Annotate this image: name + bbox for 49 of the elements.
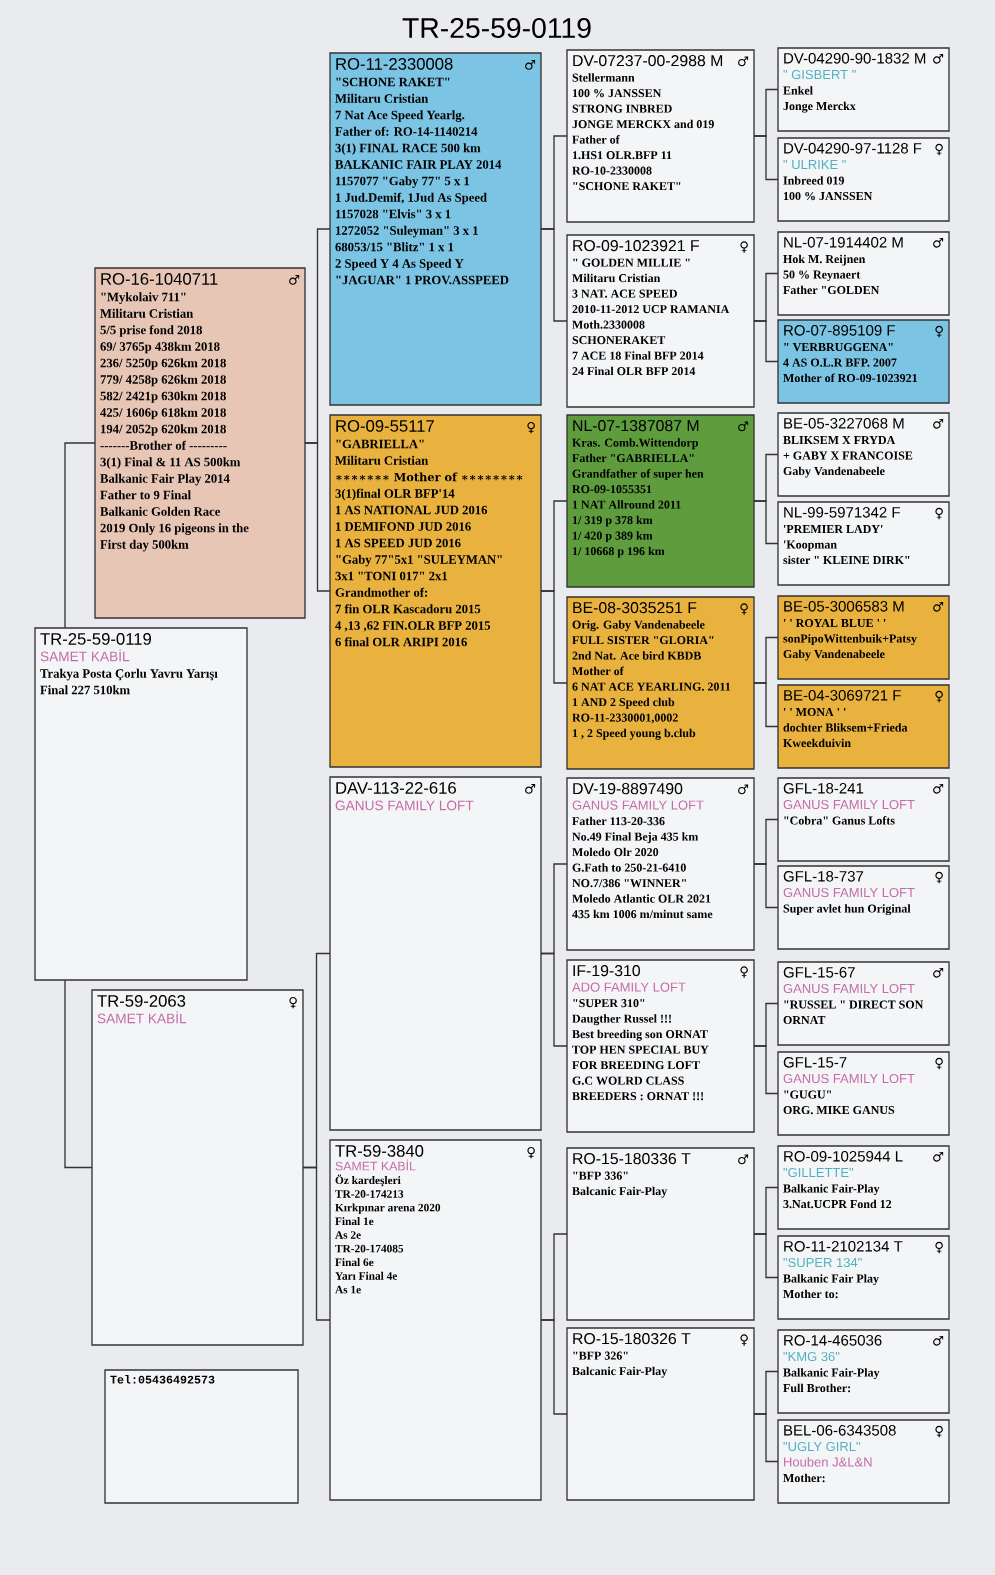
connector-line bbox=[753, 1045, 779, 1095]
pedigree-box: DV-19-8897490 ♂ GANUS FAMILY LOFT Father 113-20-336 No.49 Final Beja 435 km Moledo Olr 2020 G.Fath to 250-21-6410 NO.7/386 "WINNER" Moledo Atlantic OLR 2021 435 km 1006 m/minut same bbox=[566, 777, 755, 951]
pedigree-box: GFL-18-241 ♂ GANUS FAMILY LOFT "Cobra" Ganus Lofts bbox=[777, 777, 950, 862]
pedigree-box: DV-04290-97-1128 F ♀ " ULRIKE " Inbreed 019 100 % JANSSEN bbox=[777, 137, 950, 222]
connector-line bbox=[753, 682, 779, 728]
pedigree-box: BE-05-3227068 M ♂ BLIKSEM X FRYDA + GABY X FRANCOISE Gaby Vandenabeele bbox=[777, 412, 950, 497]
connector-line bbox=[753, 135, 779, 181]
pedigree-box: BE-05-3006583 M ♂ ' ' ROYAL BLUE ' ' sonPipoWittenbuik+Patsy Gaby Vandenabeele bbox=[777, 595, 950, 680]
connector-line bbox=[64, 442, 96, 629]
pedigree-box: NL-99-5971342 F ♀ 'PREMIER LADY' 'Koopman sister " KLEINE DIRK" bbox=[777, 501, 950, 586]
pedigree-box: RO-11-2330008 ♂ "SCHONE RAKET" Militaru Cristian 7 Nat Ace Speed Yearlg. Father of: RO-14-1140214 3(1) FINAL RACE 500 km BALKANIC FAIR PLAY 2014 1157077 "Gaby 77" 5 x 1 1 Jud.Demif, 1Jud As Speed 1157028 "Elvis" 3 x 1 1272052 "Suleyman" 3 x 1 68053/15 "Blitz" 1 x 1 2 Speed Y 4 As Speed Y "JAGUAR" 1 PROV.ASSPEED bbox=[329, 52, 542, 406]
pedigree-box: BE-08-3035251 F ♀ Orig. Gaby Vandenabeele FULL SISTER "GLORIA" 2nd Nat. Ace bird KBDB Mother of 6 NAT ACE YEARLING. 2011 1 AND 2 Speed club RO-11-2330001,0002 1 , 2 Speed young b.club bbox=[566, 596, 755, 770]
pedigree-box: TR-25-59-0119 SAMET KABİL Trakya Posta Çorlu Yavru Yarışı Final 227 510km bbox=[34, 627, 248, 981]
connector-line bbox=[753, 863, 779, 909]
connector-line bbox=[540, 1319, 568, 1415]
pedigree-box: NL-07-1914402 M ♂ Hok M. Reijnen 50 % Reynaert Father "GOLDEN bbox=[777, 231, 950, 316]
pedigree-box: GFL-15-7 ♀ GANUS FAMILY LOFT "GUGU" ORG. MIKE GANUS bbox=[777, 1051, 950, 1136]
connector-line bbox=[64, 979, 93, 1169]
pedigree-box: BEL-06-6343508 ♀ "UGLY GIRL" Houben J&L&N Mother: bbox=[777, 1419, 950, 1504]
pedigree-box: TR-59-2063 ♀ SAMET KABİL bbox=[91, 989, 304, 1346]
pedigree-box: RO-09-1023921 F ♀ " GOLDEN MILLIE " Militaru Cristian 3 NAT. ACE SPEED 2010-11-2012 UCP RAMANIA Moth.2330008 SCHONERAKET 7 ACE 18 Final BFP 2014 24 Final OLR BFP 2014 bbox=[566, 234, 755, 408]
pedigree-box: TR-59-3840 ♀ SAMET KABİL Öz kardeşleri TR-20-174213 Kırkpınar arena 2020 Final 1e As 2e TR-20-174085 Final 6e Yarı Final 4e As 1e bbox=[329, 1139, 542, 1501]
pedigree-box: IF-19-310 ♀ ADO FAMILY LOFT "SUPER 310" Daugther Russel !!! Best breeding son ORNAT TOP HEN SPECIAL BUY FOR BREEDING LOFT G.C WOLRD CLASS BREEDERS : ORNAT !!! bbox=[566, 959, 755, 1133]
pedigree-box: RO-07-895109 F ♀ " VERBRUGGENA" 4 AS O.L.R BFP. 2007 Mother of RO-09-1023921 bbox=[777, 319, 950, 404]
pedigree-box: BE-04-3069721 F ♀ ' ' MONA ' ' dochter Bliksem+Frieda Kweekduivin bbox=[777, 684, 950, 769]
connector-line bbox=[753, 320, 779, 363]
pedigree-box: RO-11-2102134 T ♀ "SUPER 134" Balkanic Fair Play Mother to: bbox=[777, 1235, 950, 1320]
pedigree-box: RO-15-180326 T ♀ "BFP 326" Balcanic Fair-Play bbox=[566, 1327, 755, 1501]
connector-line bbox=[302, 1166, 331, 1321]
connector-line bbox=[753, 500, 779, 545]
pedigree-box: DV-07237-00-2988 M ♂ Stellermann 100 % JANSSEN STRONG INBRED JONGE MERCKX and 019 Father of 1.HS1 OLR.BFP 11 RO-10-2330008 "SCHONE RAKET" bbox=[566, 49, 755, 223]
pedigree-box: DAV-113-22-616 ♂ GANUS FAMILY LOFT bbox=[329, 776, 542, 1131]
pedigree-box: GFL-15-67 ♂ GANUS FAMILY LOFT "RUSSEL " DIRECT SON ORNAT bbox=[777, 961, 950, 1046]
pedigree-box: RO-15-180336 T ♂ "BFP 336" Balcanic Fair-Play bbox=[566, 1147, 755, 1321]
pedigree-box: RO-09-1025944 L ♂ "GILLETTE" Balkanic Fair-Play 3.Nat.UCPR Fond 12 bbox=[777, 1145, 950, 1230]
pedigree-box: RO-09-55117 ♀ "GABRIELLA" Militaru Cristian ∗∗∗∗∗∗∗ Mother of ∗∗∗∗∗∗∗∗ 3(1)final OLR BFP'14 1 AS NATIONAL JUD 2016 1 DEMIFOND JUD 2016 1 AS SPEED JUD 2016 "Gaby 77"5x1 "SULEYMAN" 3x1 "TONI 017" 2x1 Grandmother of: 7 fin OLR Kascadoru 2015 4 ,13 ,62 FIN.OLR BFP 2015 6 final OLR ARIPI 2016 bbox=[329, 414, 542, 768]
pedigree-box: NL-07-1387087 M ♂ Kras. Comb.Wittendorp Father "GABRIELLA" Grandfather of super hen RO-09-1055351 1 NAT Allround 2011 1/ 319 p 378 km 1/ 420 p 389 km 1/ 10668 p 196 km bbox=[566, 414, 755, 588]
connector-line bbox=[753, 1413, 779, 1463]
contact-box: Tel:05436492573 bbox=[104, 1369, 299, 1504]
connector-line bbox=[540, 228, 568, 322]
connector-line bbox=[540, 952, 568, 1047]
pedigree-box: DV-04290-90-1832 M ♂ " GISBERT " Enkel Jonge Merckx bbox=[777, 47, 950, 132]
pedigree-box: RO-16-1040711 ♂ "Mykolaiv 711" Militaru Cristian 5/5 prise fond 2018 69/ 3765p 438km 2018 236/ 5250p 626km 2018 779/ 4258p 626km 2018 582/ 2421p 630km 2018 425/ 1606p 618km 2018 194/ 2052p 620km 2018 -------Brother of --------- 3(1) Final & 11 AS 500km Balkanic Fair Play 2014 Father to 9 Final Balkanic Golden Race 2019 Only 16 pigeons in the First day 500km bbox=[94, 267, 306, 619]
title: TR-25-59-0119 bbox=[402, 17, 591, 39]
connector-line bbox=[753, 1233, 779, 1279]
pedigree-box: GFL-18-737 ♀ GANUS FAMILY LOFT Super avlet hun Original bbox=[777, 865, 950, 950]
connector-line bbox=[540, 590, 568, 684]
pedigree-box: RO-14-465036 ♂ "KMG 36" Balkanic Fair-Play Full Brother: bbox=[777, 1329, 950, 1414]
connector-line bbox=[304, 442, 331, 592]
